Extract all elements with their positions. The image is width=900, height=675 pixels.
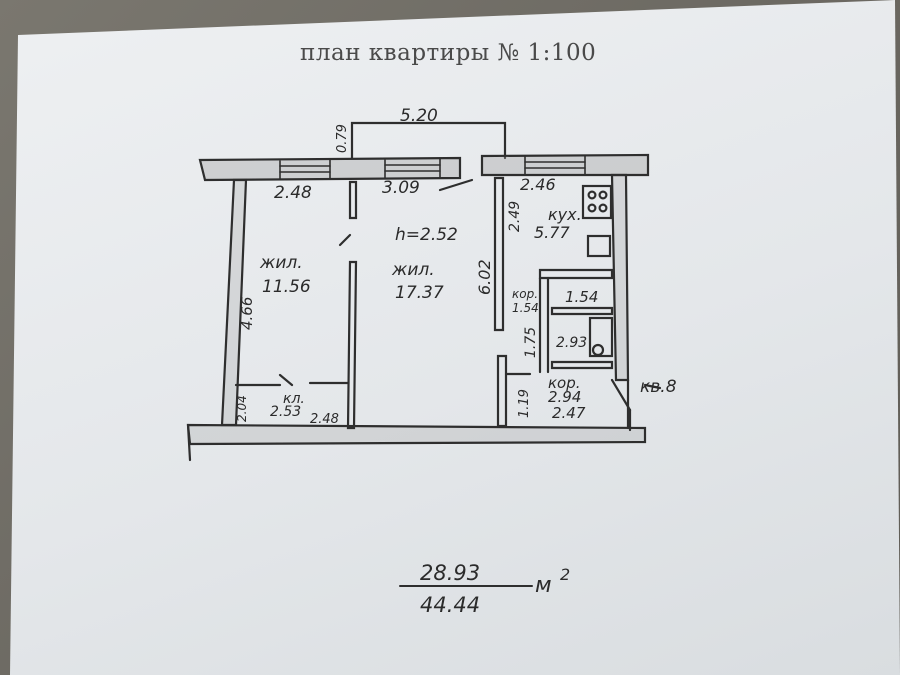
room-left-label: жил. bbox=[259, 253, 303, 273]
door-1 bbox=[338, 233, 352, 247]
closet-width: 2.48 bbox=[310, 412, 339, 427]
stove-burner bbox=[587, 190, 597, 200]
paper-sheet bbox=[10, 0, 900, 675]
corridor-label: кор. bbox=[548, 374, 581, 392]
total-area: 44.44 bbox=[420, 593, 480, 617]
plan-title: план квартиры № 1:100 bbox=[300, 40, 597, 66]
bath-wc: 2.93 bbox=[556, 335, 587, 351]
room-center-depth: 6.02 bbox=[475, 259, 494, 295]
corridor-wall bbox=[496, 354, 508, 428]
corridor-small-label: кор. bbox=[512, 287, 538, 301]
bay-outline bbox=[350, 121, 507, 160]
bath-wall-mid bbox=[550, 306, 614, 316]
wall-right bbox=[610, 173, 630, 382]
dim-window-2: 3.09 bbox=[382, 178, 420, 198]
dim-window-3: 2.46 bbox=[520, 175, 556, 194]
wall-bottom-end bbox=[186, 423, 192, 462]
stove-burner bbox=[587, 203, 597, 213]
bath-depth: 1.75 bbox=[523, 327, 539, 358]
dim-overall-width: 5.20 bbox=[400, 106, 438, 126]
area-unit-power: 2 bbox=[560, 565, 570, 584]
partition-1 bbox=[348, 180, 358, 220]
stove-outline bbox=[581, 184, 613, 220]
room-left-depth: 4.66 bbox=[238, 297, 256, 330]
pointer-line bbox=[438, 178, 474, 192]
closet-door bbox=[278, 373, 294, 387]
closet-area: 2.53 bbox=[270, 404, 301, 420]
toilet bbox=[591, 343, 605, 357]
wall-top-right bbox=[480, 153, 650, 177]
closet-depth: 2.04 bbox=[235, 395, 249, 422]
stove-burner bbox=[598, 190, 608, 200]
corridor-width: 2.47 bbox=[552, 404, 586, 422]
bath-wall-bot bbox=[550, 360, 614, 370]
closet-label: кл. bbox=[283, 391, 305, 407]
window-center bbox=[384, 158, 441, 179]
dim-offset-top: 0.79 bbox=[335, 124, 350, 153]
kitchen-area: 5.77 bbox=[534, 223, 570, 242]
total-living-area: 28.93 bbox=[420, 561, 480, 585]
room-center-label: жил. bbox=[391, 260, 435, 280]
bath-width: 1.54 bbox=[565, 288, 598, 306]
corridor-small-area: 1.54 bbox=[512, 301, 539, 315]
partition-1b bbox=[346, 260, 358, 430]
room-left-area: 11.56 bbox=[262, 277, 311, 297]
wall-bottom bbox=[186, 423, 647, 446]
dim-window-1: 2.48 bbox=[274, 183, 312, 203]
apartment-label: кв.8 bbox=[640, 377, 677, 397]
ceiling-height: h=2.52 bbox=[395, 225, 458, 245]
sink-outline bbox=[586, 234, 612, 258]
bath-wall-top bbox=[538, 268, 614, 280]
window-left bbox=[279, 159, 331, 180]
area-unit: м bbox=[535, 573, 552, 598]
kitchen-label: кух. bbox=[548, 205, 582, 224]
bathtub bbox=[588, 316, 614, 358]
corridor-area: 2.94 bbox=[548, 388, 581, 406]
partition-2 bbox=[493, 176, 505, 332]
kitchen-depth: 2.49 bbox=[507, 201, 523, 232]
apt-pointer bbox=[643, 383, 662, 390]
room-center-area: 17.37 bbox=[395, 283, 444, 303]
corridor-depth: 1.19 bbox=[517, 389, 532, 418]
window-right bbox=[524, 155, 586, 176]
stove-burner bbox=[598, 203, 608, 213]
